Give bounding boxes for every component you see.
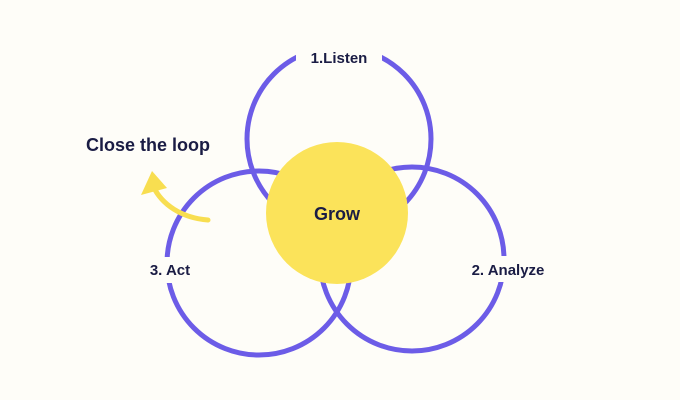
analyze-label-bg: [462, 256, 554, 282]
act-label: 3. Act: [150, 262, 190, 279]
grow-label: Grow: [314, 204, 361, 224]
act-label-bg: [141, 257, 199, 283]
listen-label-bg: [296, 44, 382, 70]
analyze-label: 2. Analyze: [472, 262, 545, 279]
grow-circle: [266, 142, 408, 284]
curved-arrow-icon: [141, 171, 211, 223]
close-the-loop-label: Close the loop: [86, 135, 210, 155]
listen-label: 1.Listen: [311, 50, 368, 67]
